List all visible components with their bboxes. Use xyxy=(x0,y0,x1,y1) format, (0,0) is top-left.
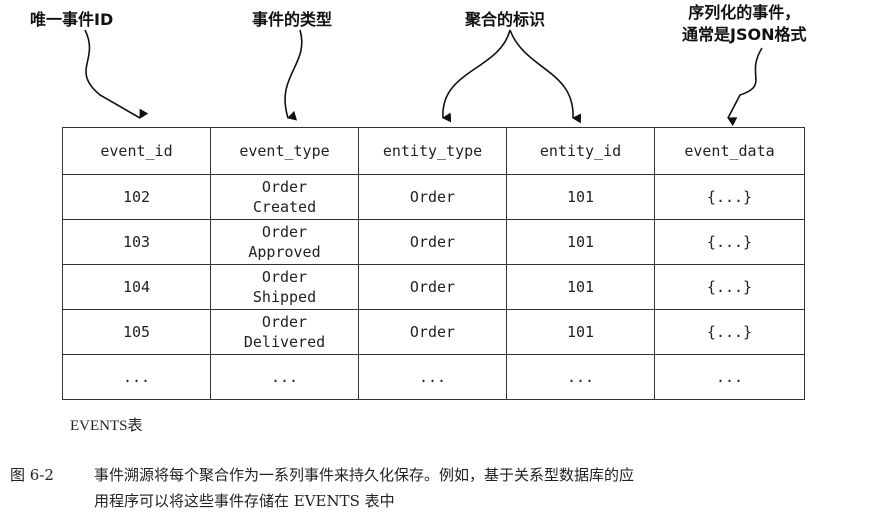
cell-event-data: {...} xyxy=(654,174,805,220)
arrow-aggregate-left xyxy=(442,29,511,123)
table-row: 103 Order Approved Order 101 {...} xyxy=(62,219,805,265)
cell-entity-id: 101 xyxy=(506,309,655,355)
cell-event-type: Order Created xyxy=(210,174,359,220)
figure-caption-line1: 图 6-2 事件溯源将每个聚合作为一系列事件来持久化保存。例如，基于关系型数据库的… xyxy=(10,462,886,488)
table-row: 105 Order Delivered Order 101 {...} xyxy=(62,309,805,355)
table-header-row: event_id event_type entity_type entity_i… xyxy=(62,127,805,175)
cell-entity-type: Order xyxy=(358,309,507,355)
cell-event-type: Order Shipped xyxy=(210,264,359,310)
annotation-serialized-line2: 通常是JSON格式 xyxy=(682,25,807,44)
annotation-aggregate-id: 聚合的标识 xyxy=(465,10,546,29)
cell-event-type: Order Approved xyxy=(210,219,359,265)
column-header-entity-type: entity_type xyxy=(358,127,507,175)
annotation-serialized-event: 序列化的事件， 通常是JSON格式 xyxy=(682,2,806,46)
cell-event-data: {...} xyxy=(654,219,805,265)
figure-caption-line2: 用程序可以将这些事件存储在 EVENTS 表中 xyxy=(10,488,886,514)
cell-event-data: {...} xyxy=(654,309,805,355)
figure-label: 图 6-2 xyxy=(10,466,54,484)
events-table: event_id event_type entity_type entity_i… xyxy=(62,127,805,400)
cell-event-id: 104 xyxy=(62,264,211,310)
cell-event-type: Order Delivered xyxy=(210,309,359,355)
cell-entity-id: 101 xyxy=(506,174,655,220)
cell-entity-id: ... xyxy=(506,354,655,400)
cell-event-id: ... xyxy=(62,354,211,400)
table-row: 102 Order Created Order 101 {...} xyxy=(62,174,805,220)
cell-entity-type: Order xyxy=(358,174,507,220)
cell-entity-id: 101 xyxy=(506,219,655,265)
cell-event-id: 105 xyxy=(62,309,211,355)
arrow-aggregate-right xyxy=(509,29,582,124)
arrow-event-type xyxy=(284,29,303,121)
figure-caption-text2: 用程序可以将这些事件存储在 EVENTS 表中 xyxy=(94,492,395,510)
annotation-serialized-line1: 序列化的事件， xyxy=(688,3,801,22)
table-row: ... ... ... ... ... xyxy=(62,354,805,400)
cell-event-data: {...} xyxy=(654,264,805,310)
column-header-event-id: event_id xyxy=(62,127,211,175)
cell-entity-type: Order xyxy=(358,219,507,265)
cell-entity-type: ... xyxy=(358,354,507,400)
figure-caption: 图 6-2 事件溯源将每个聚合作为一系列事件来持久化保存。例如，基于关系型数据库的… xyxy=(10,462,886,514)
table-row: 104 Order Shipped Order 101 {...} xyxy=(62,264,805,310)
figure-caption-text1: 事件溯源将每个聚合作为一系列事件来持久化保存。例如，基于关系型数据库的应 xyxy=(94,466,635,484)
cell-event-type-line1: Order xyxy=(261,313,308,331)
arrow-event-id xyxy=(84,29,149,119)
cell-event-type-line2: Delivered xyxy=(243,333,326,351)
cell-event-id: 103 xyxy=(62,219,211,265)
cell-entity-type: Order xyxy=(358,264,507,310)
cell-event-type-line1: Order xyxy=(261,223,308,241)
column-header-entity-id: entity_id xyxy=(506,127,655,175)
cell-event-data: ... xyxy=(654,354,805,400)
cell-entity-id: 101 xyxy=(506,264,655,310)
table-caption: EVENTS表 xyxy=(70,418,143,434)
cell-event-type-line2: Shipped xyxy=(252,288,317,306)
cell-event-id: 102 xyxy=(62,174,211,220)
annotation-event-type: 事件的类型 xyxy=(252,10,333,29)
cell-event-type-line1: Order xyxy=(261,268,308,286)
arrow-serialized xyxy=(727,47,763,127)
cell-event-type-line2: Created xyxy=(252,198,317,216)
column-header-event-type: event_type xyxy=(210,127,359,175)
cell-event-type: ... xyxy=(210,354,359,400)
cell-event-type-line1: Order xyxy=(261,178,308,196)
annotation-event-id: 唯一事件ID xyxy=(30,10,114,29)
cell-event-type-line2: Approved xyxy=(248,243,321,261)
column-header-event-data: event_data xyxy=(654,127,805,175)
